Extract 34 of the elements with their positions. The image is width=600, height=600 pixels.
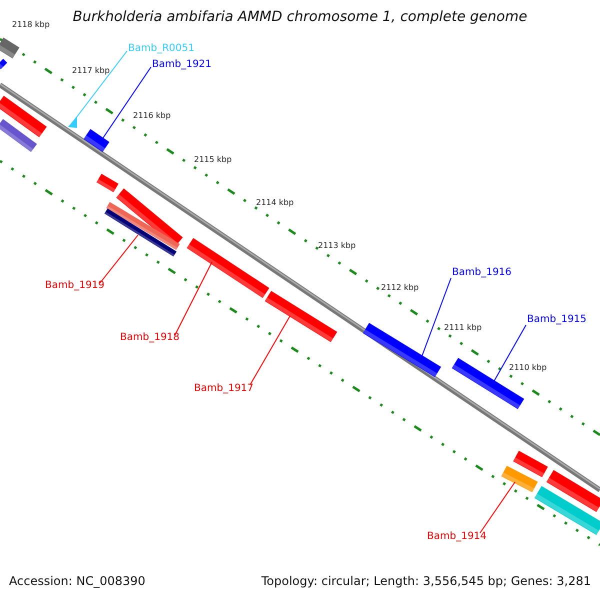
leader-line (174, 262, 212, 336)
gene-bar (501, 466, 538, 492)
leader-line (422, 278, 452, 356)
gene-label: Bamb_R0051 (128, 43, 194, 55)
leader-line (100, 234, 138, 284)
gene-label: Bamb_1917 (194, 383, 254, 395)
gene-label: Bamb_1919 (45, 280, 105, 292)
gene-bar (186, 238, 270, 298)
scale-label: 2114 kbp (256, 198, 294, 208)
gene-bar (84, 129, 110, 152)
gene-arrow (68, 116, 77, 128)
gene-label: Bamb_1921 (152, 59, 212, 71)
gene-bar (104, 208, 177, 256)
scale-label: 2115 kbp (194, 155, 232, 165)
scale-label: 2116 kbp (133, 111, 171, 121)
gene-label: Bamb_1915 (527, 314, 587, 326)
diagram-title: Burkholderia ambifaria AMMD chromosome 1, complete genome (72, 9, 528, 25)
scale-label: 2113 kbp (318, 241, 356, 251)
gene-label: Bamb_1918 (120, 332, 180, 344)
scale-label: 2112 kbp (381, 283, 419, 293)
gene-bar (362, 322, 442, 378)
leader-line (250, 316, 290, 386)
scale-label: 2110 kbp (509, 363, 547, 373)
leader-line (480, 482, 516, 534)
scale-label: 2117 kbp (72, 66, 110, 76)
gene-bar (264, 290, 338, 342)
leader-line (76, 50, 128, 118)
accession-text: Accession: NC_008390 (9, 574, 146, 588)
leader-line (492, 324, 526, 384)
gene-label: Bamb_1916 (452, 267, 512, 279)
scale-label: 2118 kbp (12, 20, 50, 30)
gene-label: Bamb_1914 (427, 531, 487, 543)
genome-info-text: Topology: circular; Length: 3,556,545 bp; Genes: 3,281 (261, 574, 591, 588)
leader-line (102, 66, 152, 138)
